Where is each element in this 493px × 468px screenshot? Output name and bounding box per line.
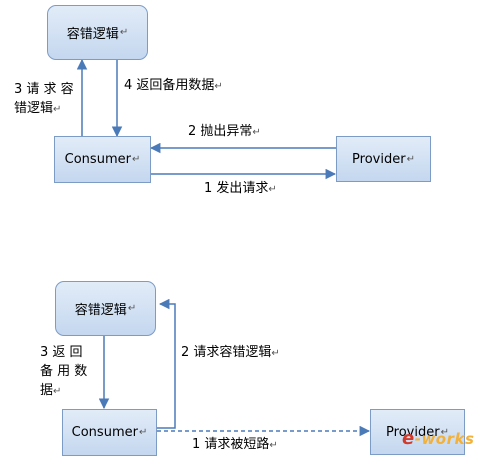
provider-label: Provider (352, 151, 406, 167)
fallback-logic-label: 容错逻辑 (66, 27, 119, 42)
fallback-logic-label-bottom: 容错逻辑 (74, 303, 127, 318)
consumer-box: Consumer↵ (54, 136, 151, 183)
consumer-label: Consumer (64, 152, 131, 167)
provider-box-bottom: Provider↵ (370, 409, 465, 455)
provider-label-bottom: Provider (386, 424, 440, 440)
label-request-fallback: 3 请 求 容 错逻辑↵ (14, 82, 74, 116)
provider-box: Provider↵ (336, 136, 431, 182)
fallback-logic-box-bottom: 容错逻辑↵ (55, 281, 156, 336)
consumer-label-bottom: Consumer (71, 425, 138, 440)
label-throw-exception: 2 抛出异常↵ (188, 124, 261, 139)
label-return-backup-data: 4 返回备用数据↵ (124, 78, 223, 93)
fallback-logic-box: 容错逻辑↵ (47, 5, 148, 60)
arrow-consumer-to-fallback-bottom (156, 298, 176, 429)
label-return-backup-data-bottom: 3 返 回 备 用 数 据↵ (40, 345, 88, 398)
consumer-box-bottom: Consumer↵ (62, 409, 157, 456)
label-short-circuit: 1 请求被短路↵ (192, 437, 278, 452)
label-send-request: 1 发出请求↵ (204, 181, 277, 196)
label-request-fallback-bottom: 2 请求容错逻辑↵ (181, 345, 280, 360)
watermark-logo: e-works (402, 428, 475, 449)
